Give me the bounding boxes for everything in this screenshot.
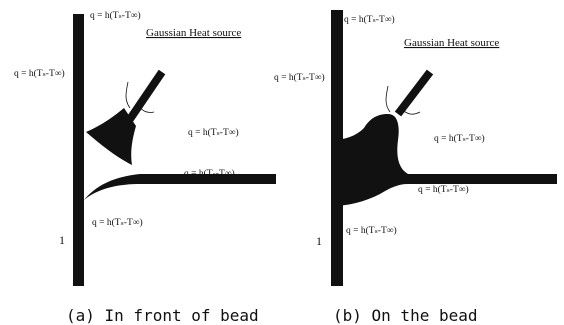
- panel-b-weld-bead: [331, 114, 408, 206]
- panel-a-bc-bottom: q = h(Tₛ-T∞): [92, 217, 143, 228]
- panel-b-source-label: Gaussian Heat source: [404, 37, 499, 49]
- panel-a-source-label: Gaussian Heat source: [146, 27, 241, 39]
- panel-a-bc-flange-top: q = h(Tₛ-T∞): [184, 168, 235, 179]
- panel-a-flange-plate: [84, 174, 276, 200]
- panel-a-bc-top: q = h(Tₛ-T∞): [90, 10, 141, 21]
- panel-a: q = h(Tₛ-T∞) Gaussian Heat source q = h(…: [14, 10, 276, 325]
- panel-a-bc-left: q = h(Tₛ-T∞): [14, 68, 65, 79]
- panel-a-welding-torch: [86, 69, 166, 165]
- panel-b-flange-plate: [343, 174, 557, 184]
- panel-b-bc-flange-bottom: q = h(Tₛ-T∞): [418, 184, 469, 195]
- panel-b-bc-bottom: q = h(Tₛ-T∞): [346, 225, 397, 236]
- panel-b-welding-torch: [385, 69, 434, 117]
- panel-b: q = h(Tₛ-T∞) Gaussian Heat source q = h(…: [274, 10, 557, 325]
- panel-b-caption: (b) On the bead: [333, 306, 478, 325]
- panel-a-caption: (a) In front of bead: [66, 306, 259, 325]
- panel-a-web-plate: [73, 14, 84, 286]
- panel-b-bc-left: q = h(Tₛ-T∞): [274, 72, 325, 83]
- panel-b-bc-top: q = h(Tₛ-T∞): [344, 14, 395, 25]
- panel-b-bc-right: q = h(Tₛ-T∞): [434, 133, 485, 144]
- panel-a-bc-right: q = h(Tₛ-T∞): [188, 127, 239, 138]
- panel-b-wall-number: 1: [316, 234, 322, 248]
- panel-a-wall-number: 1: [59, 233, 65, 247]
